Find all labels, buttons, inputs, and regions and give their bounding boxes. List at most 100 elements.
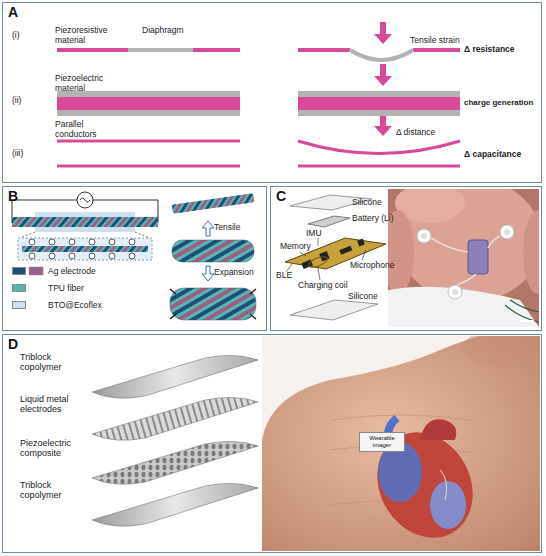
part-label: BLE [276, 271, 292, 281]
wearable-imager-illustration [92, 328, 546, 555]
device-label: Wearable imager [360, 435, 404, 448]
state-label: Expansion [214, 268, 254, 278]
infant-photo [520, 320, 534, 322]
silicone-layer [290, 300, 378, 320]
distance-label: Δ distance [396, 128, 435, 138]
layer-label: Triblock copolymer [20, 480, 90, 501]
dipole-circles [49, 239, 55, 245]
torso-render [430, 481, 466, 529]
battery [308, 216, 350, 227]
electrode-sheet [92, 397, 258, 440]
ac-source-symbol [77, 192, 93, 208]
output-label: Δ capacitance [464, 150, 521, 160]
legend-swatch [12, 301, 26, 309]
legend-swatch [29, 267, 43, 275]
part-label: Microphone [350, 261, 394, 271]
material-label: Parallel conductors [55, 120, 117, 140]
copolymer-sheet [92, 483, 258, 526]
dipole-circles [49, 253, 55, 259]
electrode-layer [57, 110, 240, 116]
legend-text: BTO@Ecoflex [48, 300, 102, 310]
ac-source-symbol [80, 198, 90, 202]
legend-row: Ag electrode [12, 266, 132, 276]
chip-components [357, 239, 365, 247]
expanded-fiber [170, 288, 256, 320]
infant-photo [523, 210, 539, 294]
row-number: (ii) [12, 96, 21, 106]
piezoresistive-strip [57, 48, 240, 52]
dipole-circles [89, 239, 95, 245]
piezo-fiber-illustration [12, 192, 256, 320]
part-label: Battery (Li) [352, 214, 394, 224]
helical-fiber [12, 217, 158, 227]
infant-photo [388, 287, 539, 327]
panel-letter: D [8, 337, 18, 352]
legend-text: TPU fiber [48, 283, 84, 293]
infant-photo [504, 229, 510, 235]
zoom-line [20, 232, 150, 238]
panel-letter: C [276, 189, 286, 204]
panel-letter: A [8, 5, 18, 20]
infant-photo [421, 233, 427, 239]
torso-render [440, 470, 447, 500]
dipole-circles [29, 239, 35, 245]
infant-photo [505, 300, 539, 322]
torso-render [463, 336, 540, 368]
sensing-mechanisms [57, 22, 460, 166]
zoom-inset [18, 238, 152, 260]
part-label: IMU [306, 229, 322, 239]
electrode-layer [298, 91, 460, 97]
diaphragm [128, 48, 193, 52]
force-arrow [374, 64, 392, 86]
torso-render [262, 336, 540, 551]
legend-row: TPU fiber [12, 283, 132, 293]
bent-diaphragm [350, 50, 413, 60]
legend-swatch [12, 267, 26, 275]
twisted-fiber [172, 193, 254, 213]
helical-fiber [22, 246, 148, 252]
dipole-circles [69, 253, 75, 259]
infant-photo [431, 236, 500, 285]
deflected-plates [298, 141, 460, 166]
conductor-plates [57, 141, 240, 166]
chip-components [339, 246, 352, 255]
infant-photo [500, 225, 514, 239]
force-arrow [374, 22, 392, 44]
wireless-device [285, 178, 546, 327]
legend-text: Ag electrode [48, 266, 96, 276]
part-label: Silicone [348, 292, 378, 302]
output-label: charge generation [464, 98, 533, 107]
panel-frame: D Wearable imager [2, 334, 542, 553]
dipole-circles [29, 239, 135, 259]
dipole-circles [129, 239, 135, 245]
part-label: Charging coil [298, 281, 348, 291]
dipole-circles [109, 253, 115, 259]
dipole-circles [69, 239, 75, 245]
part-label: Diaphragm [142, 26, 184, 36]
output-label: Δ resistance [464, 45, 515, 55]
dipole-circles [129, 253, 135, 259]
chip-components [319, 251, 329, 261]
state-arrow [202, 221, 214, 236]
part-label: Silicone [352, 198, 382, 208]
panel-letter: B [8, 189, 18, 204]
dipole-circles [29, 253, 35, 259]
infant-photo [468, 240, 488, 274]
piezoelectric-layer [298, 97, 460, 110]
piezoelectric-layer [57, 97, 240, 110]
panel-frame: C [270, 186, 542, 331]
device-box: Wearable imager [359, 432, 405, 452]
piezoresistive-strip [298, 48, 460, 52]
dipole-circles [109, 239, 115, 245]
state-arrow [202, 266, 214, 281]
material-label: Piezoelectric material [55, 74, 117, 94]
force-arrow [374, 116, 392, 136]
infant-photo [388, 189, 539, 327]
charging-coil [307, 255, 329, 270]
infant-photo [448, 285, 462, 299]
infant-photo [452, 289, 458, 295]
dipole-circles [89, 253, 95, 259]
layer-label: Piezoelectric composite [20, 438, 90, 459]
piezo-sheet [92, 441, 258, 484]
